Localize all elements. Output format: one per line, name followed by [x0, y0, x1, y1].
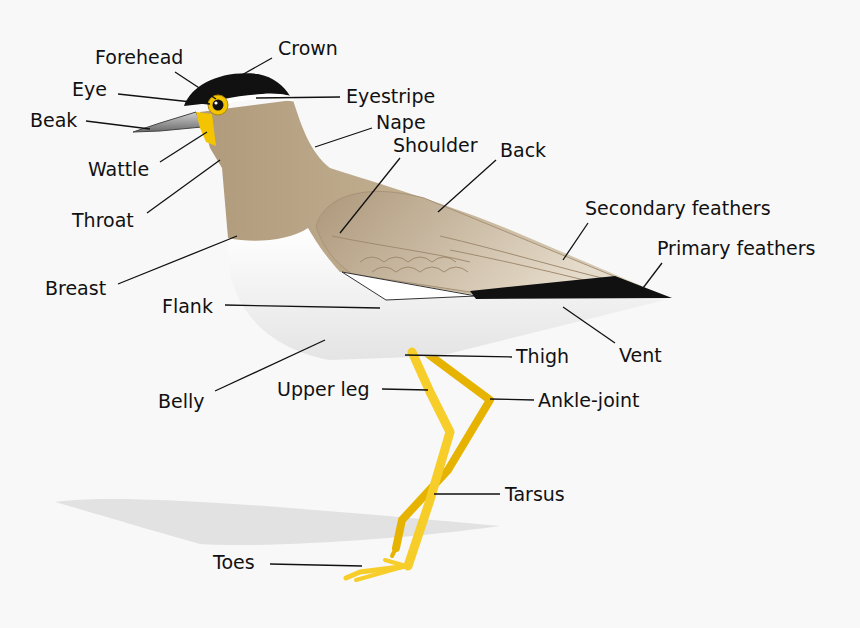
- leader-line: [640, 263, 662, 292]
- part-label: Forehead: [93, 45, 185, 69]
- leader-line: [118, 94, 210, 104]
- brown-plumage: [200, 100, 642, 294]
- wing-scales: [332, 236, 610, 284]
- part-label: Tarsus: [503, 482, 567, 506]
- eye-glint: [214, 101, 217, 104]
- shadow: [55, 499, 500, 545]
- leader-lines: [86, 58, 662, 566]
- leader-line: [256, 97, 340, 98]
- part-label: Throat: [70, 208, 136, 232]
- part-label: Upper leg: [275, 377, 372, 401]
- leader-line: [160, 132, 207, 162]
- leader-line: [438, 160, 496, 212]
- leader-line: [147, 160, 220, 213]
- leader-line: [118, 236, 237, 284]
- leader-line: [382, 389, 428, 390]
- part-label: Toes: [211, 550, 257, 574]
- part-label: Eyestripe: [344, 84, 437, 108]
- leader-line: [240, 58, 272, 76]
- part-label: Back: [498, 138, 548, 162]
- part-label: Secondary feathers: [583, 196, 773, 220]
- part-label: Beak: [28, 108, 79, 132]
- part-label: Belly: [156, 389, 207, 413]
- leader-line: [490, 399, 534, 400]
- part-label: Ankle-joint: [536, 388, 642, 412]
- primary-feathers: [470, 276, 672, 299]
- wattle: [196, 112, 216, 146]
- leader-line: [86, 121, 150, 129]
- part-label: Vent: [617, 343, 664, 367]
- leader-line: [434, 493, 500, 494]
- leader-line: [405, 355, 512, 357]
- part-label: Crown: [276, 36, 340, 60]
- part-label: Shoulder: [391, 133, 480, 157]
- part-label: Eye: [70, 77, 109, 101]
- leader-line: [225, 305, 380, 308]
- beak: [133, 112, 202, 132]
- part-label: Breast: [43, 276, 108, 300]
- leader-line: [563, 223, 588, 260]
- part-label: Flank: [160, 294, 215, 318]
- leader-line: [175, 72, 216, 99]
- part-label: Wattle: [86, 157, 151, 181]
- wing-bar: [342, 272, 476, 300]
- leader-line: [270, 564, 362, 566]
- leader-line: [563, 307, 615, 343]
- part-label: Primary feathers: [655, 236, 817, 260]
- leader-line: [315, 128, 372, 147]
- eye: [213, 100, 224, 111]
- leader-line: [340, 158, 400, 233]
- part-label: Thigh: [514, 344, 571, 368]
- part-label: Nape: [374, 110, 428, 134]
- eye-ring: [208, 95, 228, 115]
